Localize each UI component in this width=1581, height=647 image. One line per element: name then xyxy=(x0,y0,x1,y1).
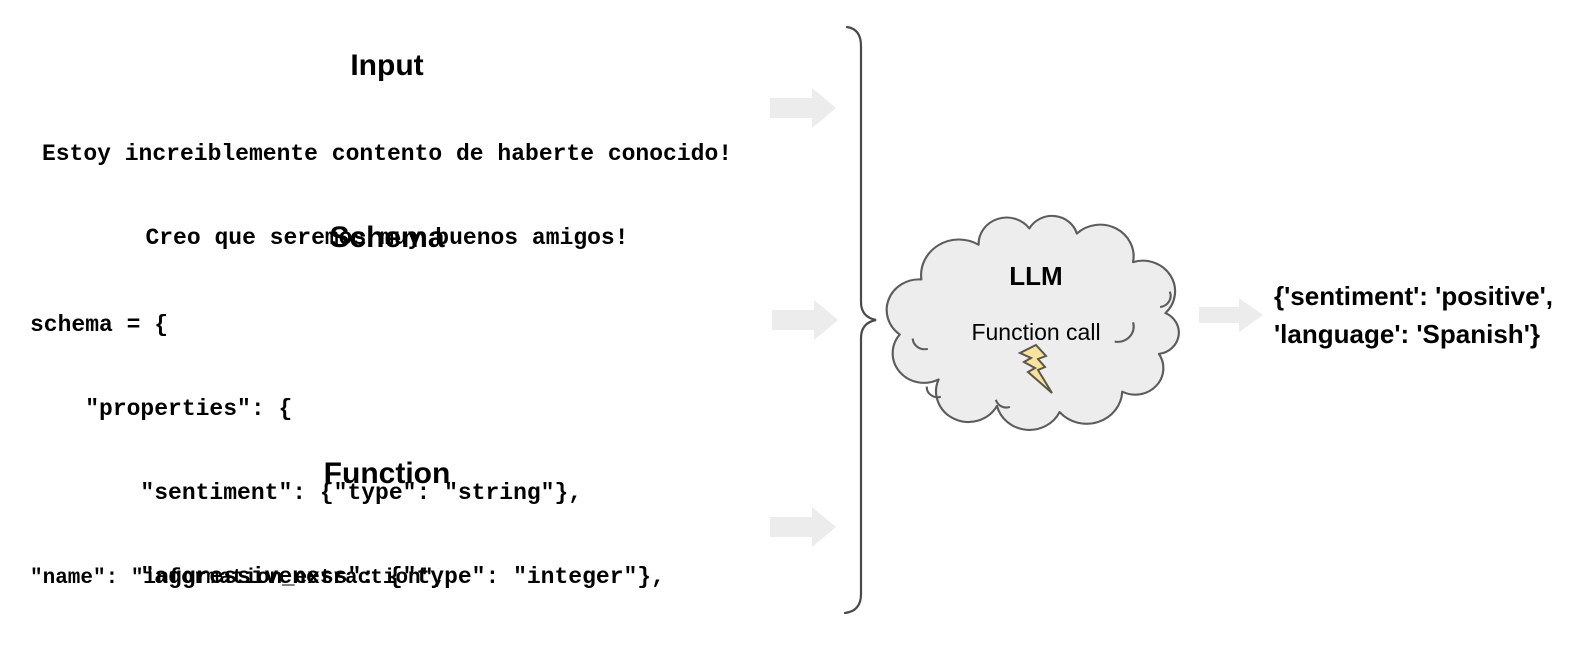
llm-cloud-shape xyxy=(885,214,1180,431)
schema-code-block: schema = { "properties": { "sentiment": … xyxy=(30,255,665,647)
llm-node-subtitle: Function call xyxy=(971,319,1101,345)
function-code-block: "name": "information_extraction", "descr… xyxy=(30,486,736,647)
schema-section-heading: Schema xyxy=(329,221,445,254)
function-arrow-shape xyxy=(770,507,836,547)
output-arrow-shape xyxy=(1199,298,1263,332)
input-text: Estoy increiblemente contento de haberte… xyxy=(27,84,747,308)
cloud-curl-right-mid xyxy=(1114,321,1135,343)
output-result-line-2: 'language': 'Spanish'} xyxy=(1274,319,1540,349)
gather-brace xyxy=(843,25,877,615)
output-result-text: {'sentiment': 'positive', 'language': 'S… xyxy=(1274,277,1574,353)
schema-code-line: schema = { xyxy=(30,312,169,338)
schema-arrow-shape xyxy=(772,300,838,340)
function-arrow-icon xyxy=(770,507,836,547)
function-section-heading: Function xyxy=(323,457,451,490)
cloud-curl-left-mid xyxy=(911,338,929,351)
cloud-curl-bottom-left xyxy=(925,386,942,399)
schema-arrow-icon xyxy=(772,300,838,340)
cloud-curl-bottom-mid xyxy=(994,399,1011,409)
schema-code-line: "aggressiveness": {"type": "integer"}, xyxy=(30,564,665,590)
output-arrow-icon xyxy=(1199,298,1263,332)
schema-code-line: "sentiment": {"type": "string"}, xyxy=(30,480,583,506)
input-arrow-icon xyxy=(770,88,836,128)
llm-node-title: LLM xyxy=(1009,261,1063,291)
schema-code-line: "properties": { xyxy=(30,396,293,422)
cloud-outline xyxy=(885,214,1180,431)
function-code-line-name: "name": "information_extraction", xyxy=(30,567,446,590)
lightning-bolt-icon xyxy=(1017,343,1053,394)
output-result-line-1: {'sentiment': 'positive', xyxy=(1274,281,1554,311)
input-arrow-shape xyxy=(770,88,836,128)
input-text-line-1: Estoy increiblemente contento de haberte… xyxy=(41,141,733,167)
lightning-bolt-shape xyxy=(1017,343,1053,394)
input-section-heading: Input xyxy=(350,49,424,82)
cloud-curl-right-upper xyxy=(1159,291,1172,308)
input-text-line-2: Creo que seremos muy buenos amigos! xyxy=(145,225,629,251)
